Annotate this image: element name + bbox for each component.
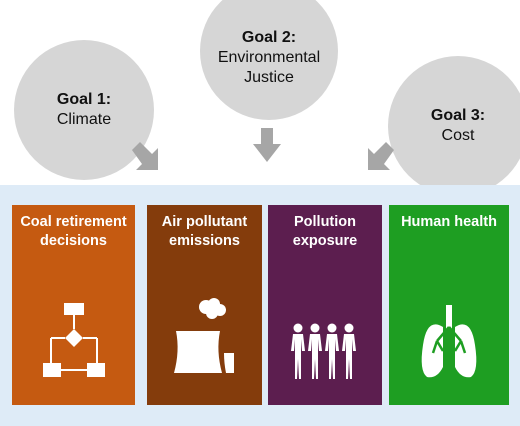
arrow-goal-3 bbox=[368, 142, 394, 170]
person-figure bbox=[291, 323, 305, 379]
step-air-pollutant-emissions-label: Air pollutant emissions bbox=[161, 214, 248, 249]
arrow-goal-2 bbox=[253, 128, 281, 162]
step-air-pollutant-emissions: Air pollutant emissions bbox=[147, 205, 262, 405]
goal-2-subtitle: Environmental Justice bbox=[217, 49, 321, 86]
goal-3-subtitle: Cost bbox=[441, 127, 475, 144]
people-icon bbox=[291, 323, 356, 379]
step-pollution-exposure: Pollution exposure bbox=[268, 205, 382, 405]
arrow-goal-1 bbox=[132, 142, 158, 170]
step-coal-retirement: Coal retirement decisions bbox=[12, 205, 135, 405]
lungs-icon bbox=[421, 305, 477, 378]
step-human-health: Human health bbox=[389, 205, 509, 405]
flowchart-icon bbox=[43, 303, 105, 377]
goal-3-circle: Goal 3: Cost bbox=[388, 56, 520, 196]
power-plant-icon bbox=[174, 298, 234, 373]
person-figure bbox=[325, 323, 339, 379]
goal-3-title: Goal 3: bbox=[430, 107, 486, 124]
goal-2-circle: Goal 2: Environmental Justice bbox=[200, 0, 338, 120]
person-figure bbox=[308, 323, 322, 379]
step-pollution-exposure-label: Pollution exposure bbox=[292, 214, 358, 249]
person-figure bbox=[342, 323, 356, 379]
goal-1-subtitle: Climate bbox=[56, 111, 112, 128]
goal-1-circle: Goal 1: Climate bbox=[14, 40, 154, 180]
step-human-health-label: Human health bbox=[401, 214, 497, 230]
step-coal-retirement-label: Coal retirement decisions bbox=[20, 214, 127, 249]
goal-2-title: Goal 2: bbox=[241, 29, 297, 46]
goal-1-title: Goal 1: bbox=[56, 91, 112, 108]
